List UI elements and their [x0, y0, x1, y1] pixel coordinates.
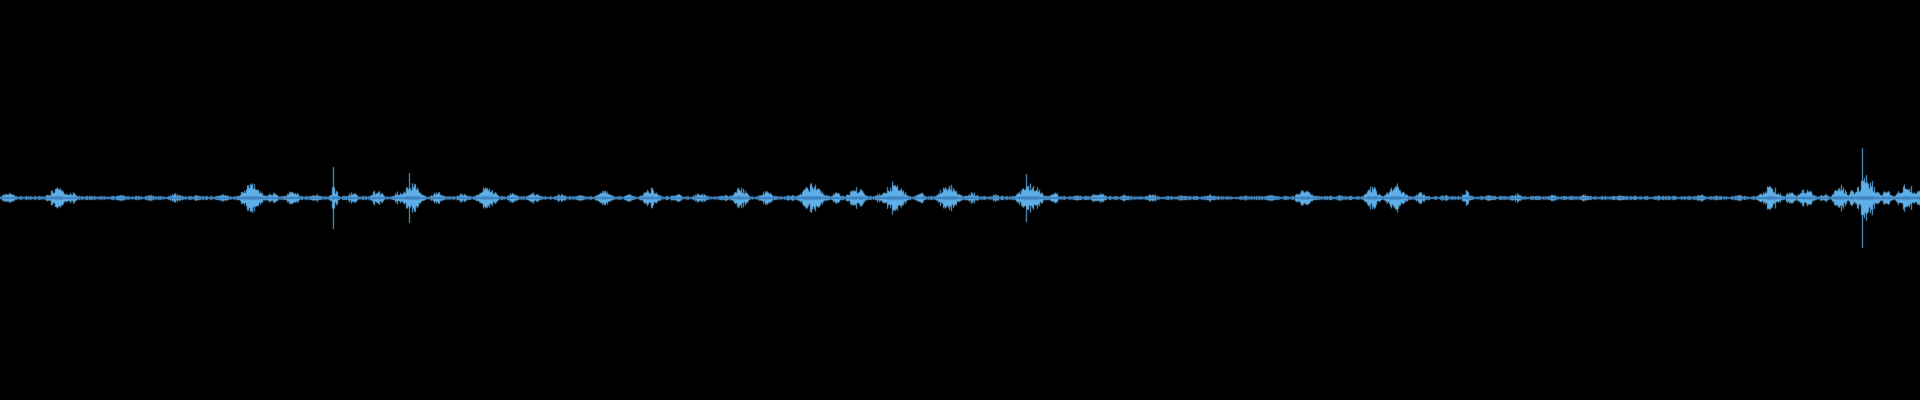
waveform-canvas[interactable] — [0, 0, 1920, 400]
audio-waveform-viewer[interactable]: Audio Waveform — [0, 0, 1920, 400]
